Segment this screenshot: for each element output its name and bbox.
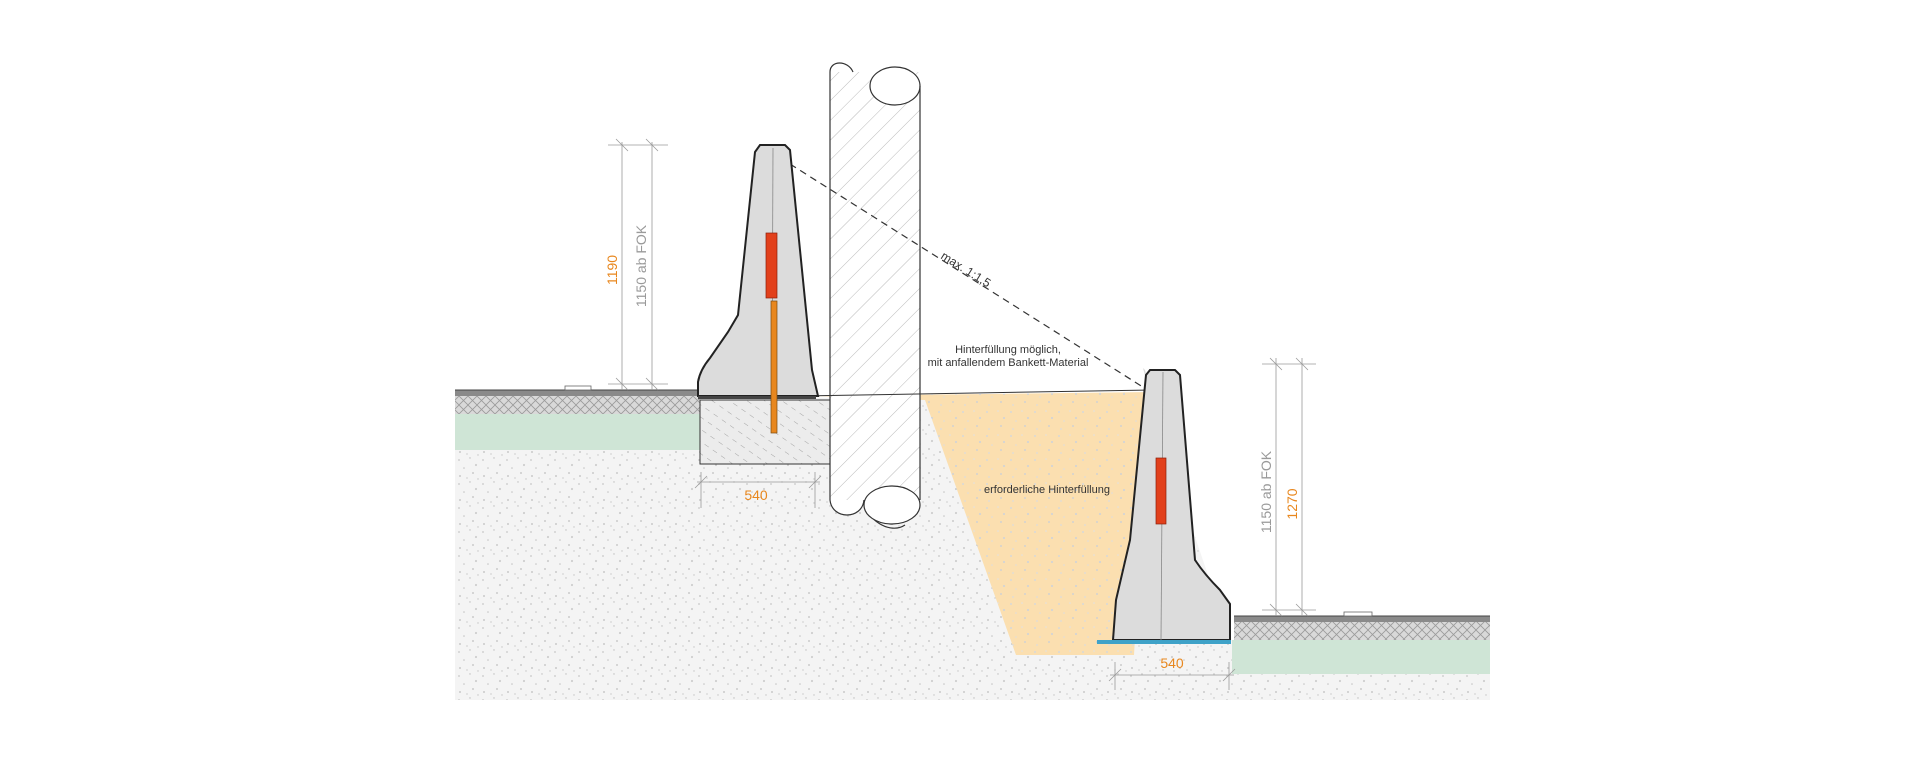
left-road-marking	[564, 385, 592, 391]
backfill-required-label: erforderliche Hinterfüllung	[984, 484, 1110, 496]
left-anchor-rebar	[770, 300, 778, 434]
right-base-width-label: 540	[1160, 655, 1184, 671]
backfill-optional-line1: Hinterfüllung möglich,	[955, 344, 1061, 356]
backfill-optional-line2: mit anfallendem Bankett-Material	[928, 357, 1089, 369]
ground-line	[799, 389, 1149, 397]
right-width-dimension-lines	[1108, 662, 1236, 690]
left-reflector	[765, 232, 778, 299]
required-backfill-zone	[815, 392, 1150, 655]
slope-label: max. 1:1,5	[938, 249, 993, 291]
right-barrier	[1097, 368, 1231, 644]
right-height-dimension-lines	[1262, 357, 1316, 617]
right-height-fok-label: 1150 ab FOK	[1258, 450, 1274, 533]
left-height-fok-label: 1150 ab FOK	[633, 224, 649, 307]
slope-line	[789, 163, 1147, 390]
right-subgrade-layer	[1232, 640, 1490, 674]
right-height-total-label: 1270	[1284, 488, 1300, 519]
left-subgrade-layer	[455, 414, 700, 450]
right-reflector	[1155, 457, 1167, 525]
left-height-dimension-lines	[608, 138, 668, 391]
left-width-dimension-lines	[694, 472, 822, 508]
right-road-pavement	[1234, 611, 1490, 640]
right-base-plate	[1097, 640, 1231, 644]
left-road-pavement	[455, 385, 700, 414]
left-height-total-label: 1190	[604, 255, 620, 285]
pile	[829, 62, 921, 529]
left-base-width-label: 540	[744, 487, 768, 503]
left-barrier	[697, 144, 820, 434]
right-road-marking	[1343, 611, 1373, 617]
